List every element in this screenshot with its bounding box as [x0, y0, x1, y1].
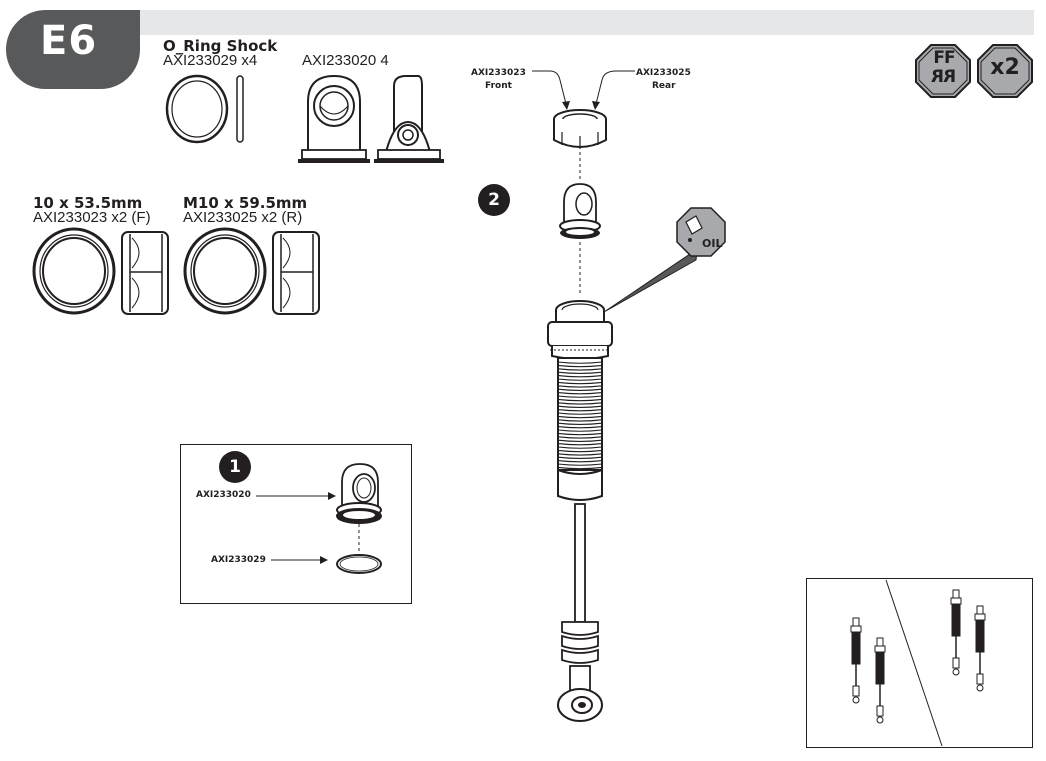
body-thread — [557, 375, 603, 378]
step-1-oring-label: AXI233029 — [211, 555, 266, 565]
rear-cap-part-number: AXI233025 x2 (R) — [183, 209, 303, 226]
mini-shock — [850, 617, 862, 704]
front-cap-size: 10 x 53.5mm — [33, 194, 143, 212]
quantity-badge-icon — [977, 44, 1033, 98]
body-thread — [557, 388, 603, 391]
mini-shock — [950, 589, 962, 676]
body-thread — [557, 398, 603, 402]
body-thread — [557, 409, 603, 412]
rear-cap-illustration — [183, 227, 320, 315]
body-thread — [557, 432, 603, 436]
body-thread — [557, 361, 603, 364]
preview-panel — [806, 578, 1033, 748]
body-thread — [557, 439, 603, 442]
step-1-number: 1 — [219, 451, 251, 483]
step-2-number: 2 — [478, 184, 510, 216]
fr-badge-top: FF — [933, 48, 955, 68]
body-thread — [557, 460, 603, 463]
preview-shocks-illustration — [850, 579, 986, 747]
body-thread — [557, 364, 603, 368]
body-thread — [557, 429, 603, 432]
rear-cap-size: M10 x 59.5mm — [183, 194, 308, 212]
body-thread — [557, 412, 603, 415]
oring-illustration — [165, 74, 244, 144]
body-thread — [557, 426, 603, 429]
front-word: Front — [485, 81, 512, 91]
body-thread — [557, 415, 603, 419]
body-thread — [557, 381, 603, 385]
fr-badge-bottom: RR — [931, 67, 957, 87]
quantity-badge-text: x2 — [990, 55, 1020, 80]
body-thread — [557, 371, 603, 374]
step-badge — [6, 10, 140, 89]
shock-end-illustration — [298, 74, 444, 163]
rear-cap-label: AXI233025 — [636, 68, 691, 78]
front-rear-badge-icon — [915, 44, 971, 98]
body-thread — [557, 436, 603, 439]
body-thread — [557, 368, 603, 371]
oring-part-number: AXI233029 x4 — [163, 52, 258, 69]
body-thread — [557, 395, 603, 398]
header-bar — [118, 10, 1034, 35]
front-cap-illustration — [32, 227, 169, 315]
body-thread — [557, 405, 603, 408]
rear-word: Rear — [652, 81, 676, 91]
oil-label: OIL — [702, 237, 723, 250]
body-thread — [557, 449, 603, 453]
body-thread — [557, 402, 603, 405]
body-thread — [557, 443, 603, 446]
step-label: E6 — [40, 18, 98, 64]
body-thread — [557, 378, 603, 381]
oring-title: O_Ring Shock — [163, 37, 278, 55]
step-1-end-label: AXI233020 — [196, 490, 251, 500]
body-thread — [557, 466, 603, 470]
body-thread — [557, 385, 603, 388]
body-thread — [557, 446, 603, 449]
front-cap-part-number: AXI233023 x2 (F) — [33, 209, 151, 226]
body-thread — [557, 392, 603, 395]
body-thread — [557, 422, 603, 425]
mini-shock — [974, 605, 986, 692]
mini-shock — [874, 637, 886, 724]
front-cap-label: AXI233023 — [471, 68, 526, 78]
shock-assembly-illustration — [532, 70, 726, 722]
body-thread — [557, 463, 603, 466]
body-thread — [557, 456, 603, 459]
step-1-illustration — [256, 463, 382, 574]
body-thread — [557, 453, 603, 456]
body-thread — [557, 419, 603, 422]
shock-end-part-number: AXI233020 4 — [302, 52, 389, 69]
